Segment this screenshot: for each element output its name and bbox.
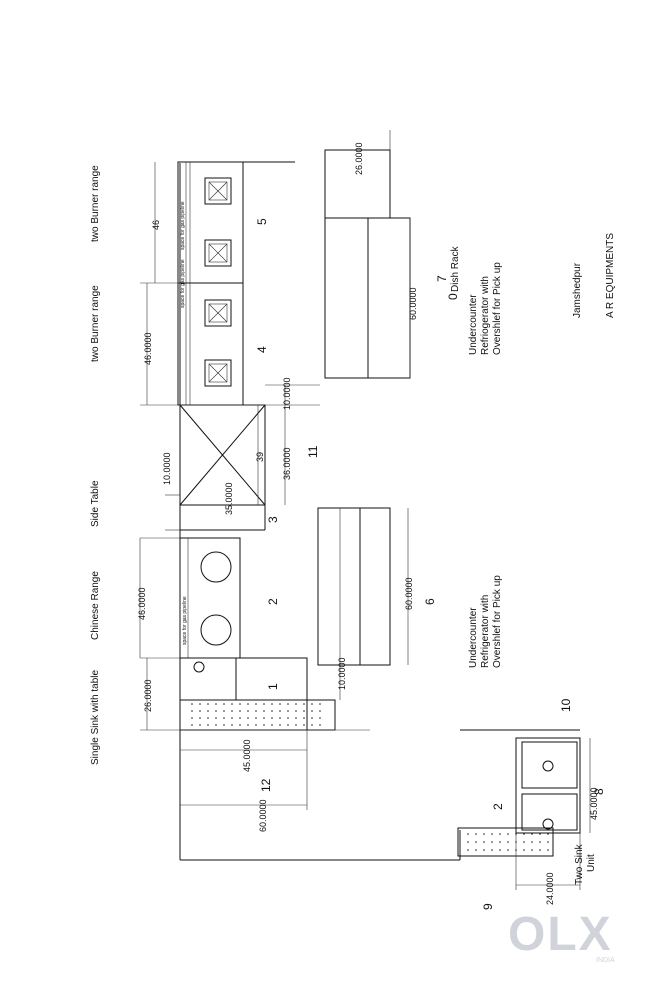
drainboard bbox=[457, 827, 554, 857]
single-sink-with-table bbox=[179, 657, 336, 731]
label-undercounter-6: Undercounter bbox=[468, 607, 479, 668]
watermark-region: INDIA bbox=[596, 957, 615, 964]
drain-icon bbox=[542, 818, 554, 830]
dimension-lines bbox=[139, 130, 591, 890]
label-undercounter-7: Refriogerator with bbox=[480, 276, 491, 355]
dimension-label: 10.0000 bbox=[162, 452, 172, 485]
dimension-label: 26.0000 bbox=[143, 679, 153, 712]
label-side-table: Side Table bbox=[90, 480, 101, 527]
company-label: A R EQUIPMENTS bbox=[605, 233, 616, 318]
gas-pipeline-note: space for gas pipeline bbox=[182, 596, 188, 645]
burner-icon bbox=[204, 359, 232, 387]
two-sink-unit bbox=[457, 729, 581, 857]
dimension-label: 26.0000 bbox=[354, 142, 364, 175]
side-table bbox=[179, 404, 266, 531]
item-number: 8 bbox=[592, 788, 606, 795]
dimension-label: 45.0000 bbox=[589, 787, 599, 820]
item-number: 6 bbox=[423, 598, 437, 605]
item-number: 10 bbox=[559, 698, 573, 712]
dimension-label: 10.0000 bbox=[282, 377, 292, 410]
label-two-sink: Unit bbox=[586, 854, 597, 872]
gas-pipeline-note: space for gas pipeline bbox=[180, 259, 186, 308]
gas-pipeline-note: space for gas pipeline bbox=[180, 201, 186, 250]
counter-outline bbox=[179, 163, 461, 861]
dimension-label: 24.0000 bbox=[545, 872, 555, 905]
watermark-brand: OLX bbox=[508, 908, 613, 961]
drainboard-perforation bbox=[467, 833, 549, 851]
drainboard-perforation bbox=[191, 703, 321, 726]
location-label: Jamshedpur bbox=[572, 262, 583, 318]
item-number: 2 bbox=[266, 598, 280, 605]
label-undercounter-7: Undercounter bbox=[468, 294, 479, 355]
item-number: 5 bbox=[255, 218, 269, 225]
item-number: 1 bbox=[266, 683, 280, 690]
label-two-burner-range: two Burner range bbox=[90, 285, 101, 362]
dish-rack-undercounter bbox=[324, 149, 411, 379]
label-dish-rack: Dish Rack bbox=[450, 245, 461, 292]
label-two-sink: Two Sink bbox=[574, 843, 585, 885]
label-single-sink: Single Sink with table bbox=[90, 670, 101, 765]
item-number: 12 bbox=[259, 778, 273, 792]
dimension-label: 60.0000 bbox=[258, 799, 268, 832]
dimension-label: 46 bbox=[151, 220, 161, 230]
drain-icon bbox=[542, 760, 554, 772]
dimension-label: 60.0000 bbox=[404, 577, 414, 610]
burner-icon bbox=[204, 239, 232, 267]
dimension-label: 39 bbox=[255, 452, 265, 462]
item-number: 0 bbox=[446, 293, 460, 300]
dimension-label: 60.0000 bbox=[408, 287, 418, 320]
label-undercounter-6: Refrigerator with bbox=[480, 595, 491, 668]
item-number: 9 bbox=[481, 903, 495, 910]
item-number: 2 bbox=[491, 803, 505, 810]
item-number: 4 bbox=[255, 346, 269, 353]
drain-icon bbox=[193, 661, 205, 673]
dimension-label: 36.0000 bbox=[282, 447, 292, 480]
wok-burner-icon bbox=[200, 551, 232, 583]
item-number: 11 bbox=[306, 445, 320, 458]
label-chinese-range: Chinese Range bbox=[90, 571, 101, 640]
dimension-label: 46.0000 bbox=[137, 587, 147, 620]
wok-burner-icon bbox=[200, 614, 232, 646]
undercounter-refrigerator-6 bbox=[317, 507, 391, 666]
label-two-burner-range: two Burner range bbox=[90, 165, 101, 242]
item-number: 3 bbox=[266, 516, 280, 523]
label-undercounter-7: Overshlef for Pick up bbox=[492, 262, 503, 355]
item-number: 7 bbox=[435, 275, 449, 282]
dimension-label: 46.0000 bbox=[143, 332, 153, 365]
dimension-label: 45.0000 bbox=[242, 739, 252, 772]
burner-icon bbox=[204, 299, 232, 327]
dimension-label: 35.0000 bbox=[224, 482, 234, 515]
two-burner-range-units: space for gas pipeline space for gas pip… bbox=[177, 161, 295, 406]
olx-watermark: OLX INDIA bbox=[508, 908, 615, 964]
label-undercounter-6: Overshlef for Pick up bbox=[492, 575, 503, 668]
burner-icon bbox=[204, 177, 232, 205]
dimension-label: 10.0000 bbox=[337, 657, 347, 690]
chinese-range: space for gas pipeline bbox=[179, 537, 241, 659]
